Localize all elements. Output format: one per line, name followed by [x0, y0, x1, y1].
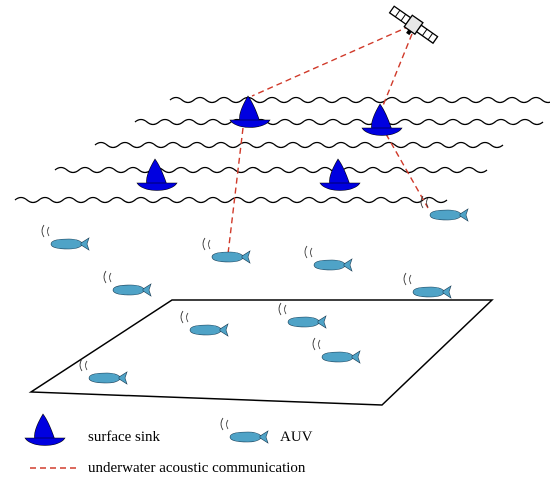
surface-sink-icon: [319, 158, 361, 191]
surface-sink-icon: [361, 103, 403, 136]
link-satellite-sink-1: [251, 25, 411, 97]
auv-icon: [278, 302, 327, 329]
auv-icon: [180, 310, 229, 337]
sea-surface-waves: [14, 96, 550, 204]
legend-auv-icon: [220, 417, 269, 444]
legend-sink-label: surface sink: [88, 429, 161, 445]
auv-icon: [304, 245, 353, 272]
surface-sink-icon: [136, 158, 178, 191]
link-satellite-sink-2: [381, 33, 413, 109]
wave-line: [94, 141, 504, 149]
legend-link-label: underwater acoustic communication: [88, 460, 306, 476]
link-sink-auv-1: [227, 127, 244, 255]
wave-line: [14, 196, 448, 204]
auv-icon: [420, 195, 469, 222]
acoustic-links: [227, 25, 429, 255]
link-sink-auv-2: [385, 133, 429, 209]
legend-sink-icon: [24, 413, 66, 446]
wave-line: [54, 166, 488, 174]
auv-icon: [103, 270, 152, 297]
legend: surface sink AUV underwater acoustic com…: [24, 413, 313, 476]
seabed-area: [28, 299, 494, 406]
auv-icon: [403, 272, 452, 299]
auv-icon: [202, 237, 251, 264]
auv-icon: [79, 358, 128, 385]
wave-line: [169, 96, 550, 104]
auv-icon: [41, 224, 90, 251]
auv-icon: [312, 337, 361, 364]
wave-line: [134, 118, 544, 126]
legend-auv-label: AUV: [280, 429, 313, 445]
satellite-icon: [388, 5, 439, 45]
